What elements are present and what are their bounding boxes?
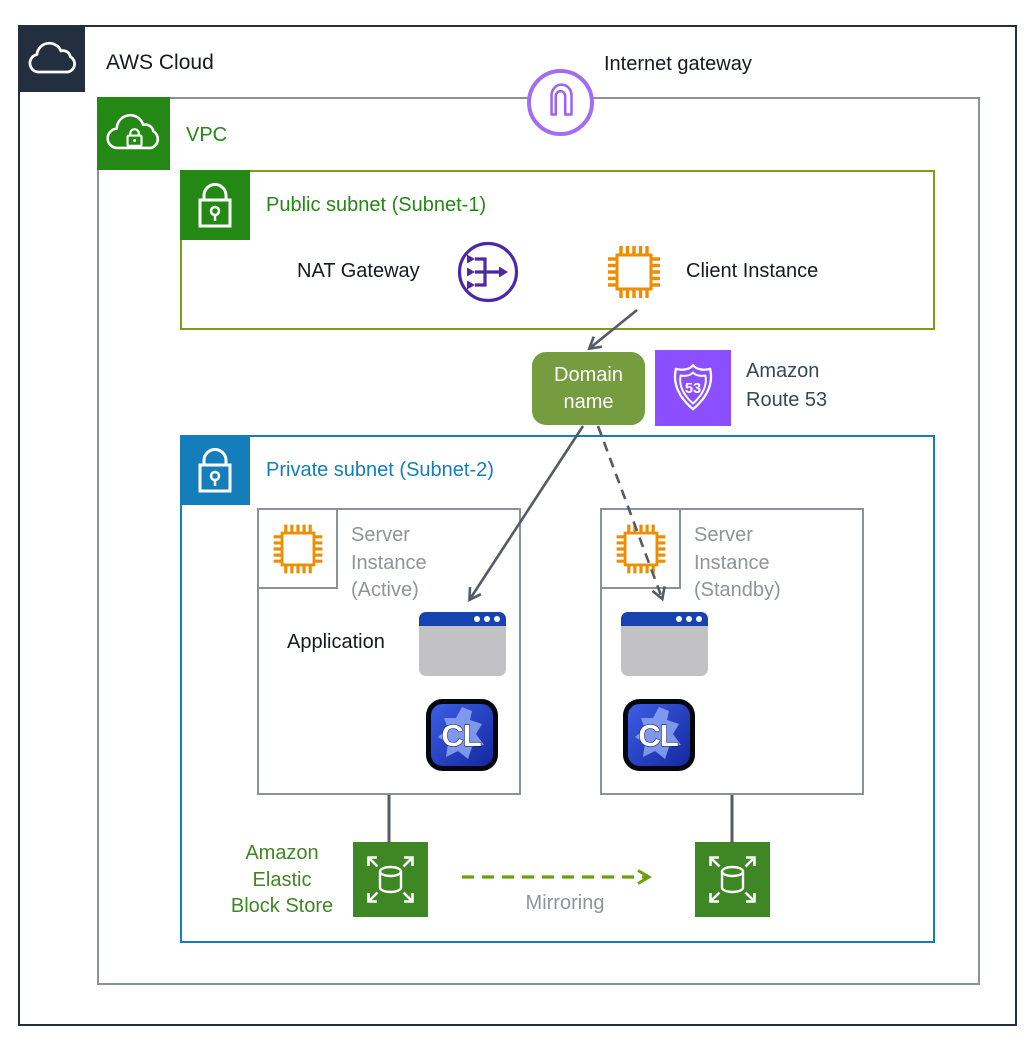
cluster-badge-text: CL	[441, 718, 480, 753]
cloud-icon	[28, 41, 76, 73]
window-titlebar	[621, 612, 708, 626]
ec2-chip-icon	[616, 524, 665, 573]
internet-gateway-label: Internet gateway	[604, 53, 752, 75]
aws-cloud-icon	[18, 25, 85, 92]
application-window-icon	[419, 612, 506, 676]
server-active-label-line1: Server	[351, 524, 410, 546]
cluster-software-icon: CL	[623, 699, 695, 771]
gateway-arch-icon	[549, 82, 573, 116]
server-standby-label: Server Instance (Standby)	[694, 522, 781, 605]
lock-icon	[198, 448, 232, 493]
application-window-icon	[621, 612, 708, 676]
server-active-instance-icon	[257, 508, 338, 589]
public-subnet-icon	[180, 170, 250, 240]
domain-name-line2: name	[563, 390, 614, 413]
ebs-volume-icon-left	[353, 842, 428, 917]
server-standby-label-line3: (Standby)	[694, 579, 781, 601]
internet-gateway-icon	[527, 69, 594, 136]
client-instance-icon	[608, 246, 660, 298]
ec2-chip-icon	[273, 524, 322, 573]
route53-icon: 53	[655, 350, 731, 426]
private-subnet-label: Private subnet (Subnet-2)	[266, 459, 494, 481]
public-subnet-label: Public subnet (Subnet-1)	[266, 194, 487, 216]
private-subnet-icon	[180, 435, 250, 505]
route53-label: Amazon Route 53	[746, 357, 827, 415]
domain-name-line1: Domain	[554, 363, 623, 386]
route53-label-line2: Route 53	[746, 389, 828, 411]
route53-shield-text: 53	[685, 381, 701, 397]
nat-gateway-label: NAT Gateway	[297, 260, 420, 282]
aws-cloud-group-box	[18, 25, 1017, 1026]
server-active-box: Server Instance (Active) Application CL	[257, 508, 521, 795]
vpc-label: VPC	[186, 124, 228, 146]
server-standby-label-line2: Instance	[694, 551, 770, 574]
ebs-label-line1: Amazon	[245, 842, 319, 864]
window-dots-icon	[474, 616, 500, 622]
server-active-label: Server Instance (Active)	[351, 522, 427, 605]
server-active-label-line2: Instance	[351, 551, 427, 574]
vpc-icon	[97, 97, 170, 170]
aws-cloud-label: AWS Cloud	[106, 51, 214, 74]
ebs-label-line3: Block Store	[230, 895, 334, 917]
application-label: Application	[287, 631, 385, 653]
route53-label-line1: Amazon	[746, 360, 820, 382]
route53-shield-icon: 53	[673, 364, 713, 411]
public-subnet-group-box	[180, 170, 935, 330]
ebs-label-line2: Elastic	[252, 868, 312, 891]
cloud-lock-icon	[105, 113, 159, 149]
server-standby-instance-icon	[600, 508, 681, 589]
nat-gateway-icon	[457, 241, 519, 303]
server-active-label-line3: (Active)	[351, 579, 419, 601]
cluster-badge-text: CL	[638, 718, 677, 753]
cluster-software-icon: CL	[426, 699, 498, 771]
domain-name-badge: Domain name	[532, 352, 645, 425]
client-instance-label: Client Instance	[686, 260, 819, 282]
server-standby-box: Server Instance (Standby) CL	[600, 508, 864, 795]
server-standby-label-line1: Server	[694, 524, 753, 546]
window-titlebar	[419, 612, 506, 626]
ebs-volume-icon-right	[695, 842, 770, 917]
ebs-label: Amazon Elastic Block Store	[213, 840, 351, 920]
mirroring-label: Mirroring	[525, 892, 605, 914]
lock-icon	[198, 183, 232, 228]
window-dots-icon	[676, 616, 702, 622]
